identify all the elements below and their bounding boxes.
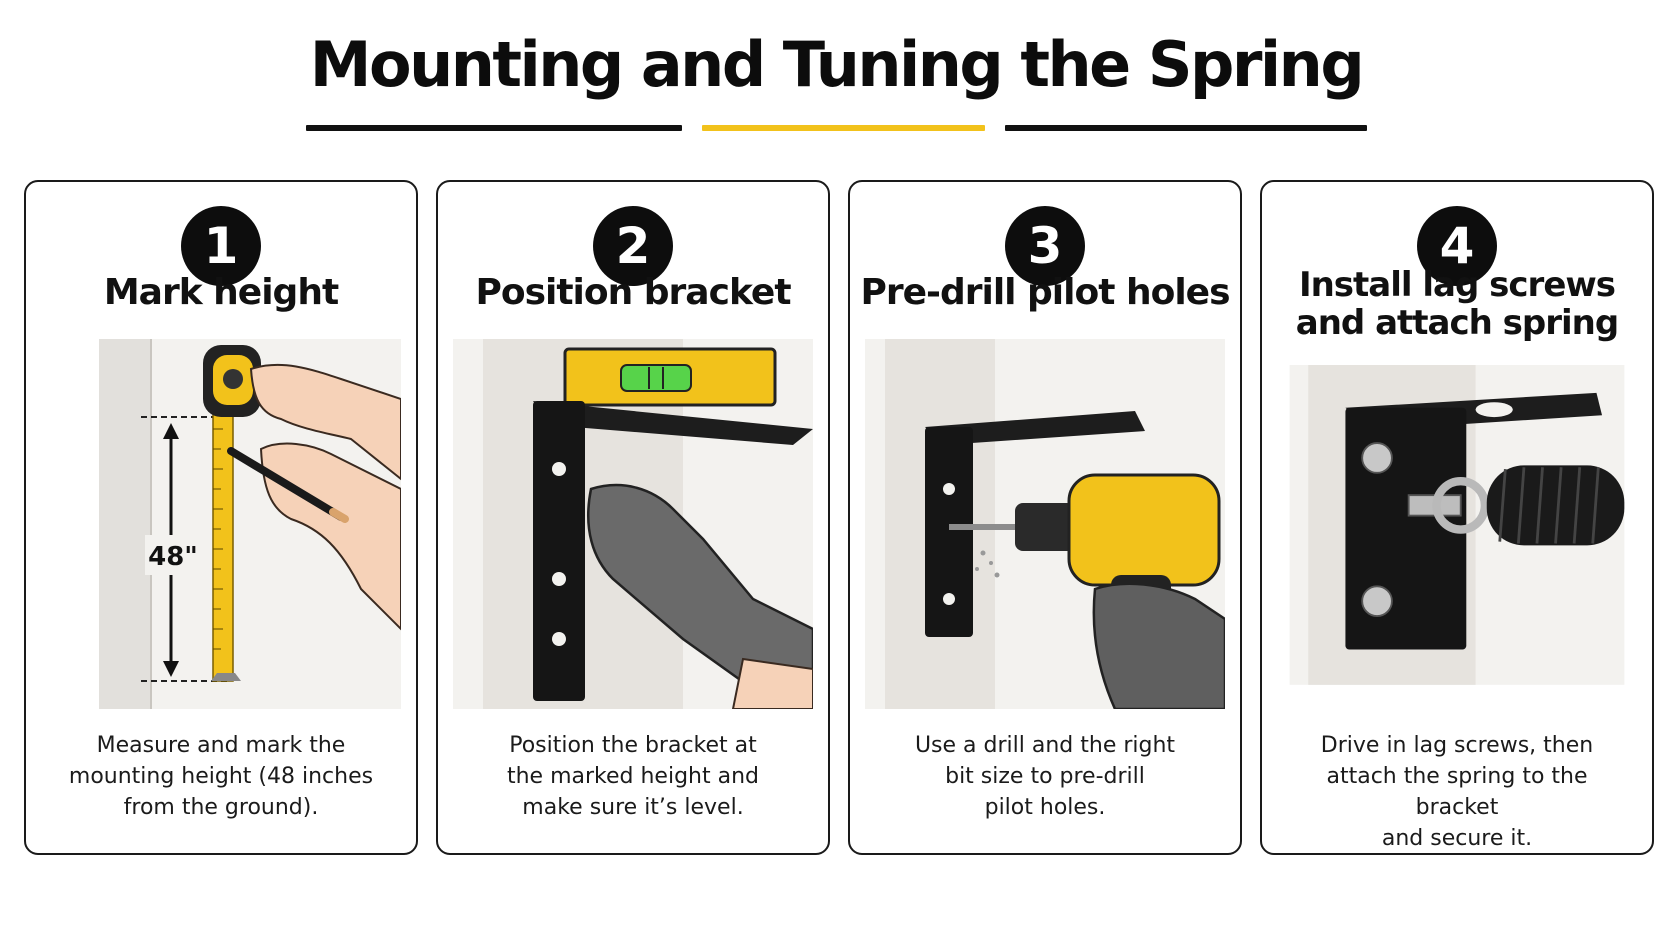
- step-title: Install lag screws and attach spring: [1295, 265, 1619, 343]
- step-description: Use a drill and the right bit size to pr…: [914, 733, 1176, 820]
- pencil-icon: [227, 447, 349, 523]
- measurement-arrow-icon: 48": [141, 416, 231, 682]
- tape-measure-icon: [203, 345, 261, 682]
- spring-icon: [1486, 465, 1625, 546]
- step-number-badge: 2: [593, 206, 673, 286]
- bracket-icon: [925, 411, 1145, 637]
- gloved-hand-icon: [1092, 582, 1225, 709]
- install-screws-illustration: [1289, 365, 1625, 685]
- step-description: Position the bracket at the marked heigh…: [506, 733, 759, 820]
- title-underline-right: [1005, 125, 1367, 131]
- step-card-3: 3 Pre-drill pilot holes Use a drill and …: [848, 180, 1242, 855]
- step-number-badge: 1: [181, 206, 261, 286]
- step-title: Pre-drill pilot holes: [860, 272, 1230, 313]
- step-title: Position bracket: [475, 272, 791, 313]
- step-description: Drive in lag screws, then attach the spr…: [1320, 733, 1594, 851]
- step-number-badge: 3: [1005, 206, 1085, 286]
- title-underline-left: [306, 125, 682, 131]
- step-title: Mark height: [103, 272, 339, 313]
- gloved-hand-icon: [587, 483, 813, 709]
- level-icon: [563, 347, 777, 407]
- step-card-4: 4 Install lag screws and attach spring D…: [1260, 180, 1654, 855]
- title-underline-accent: [702, 125, 985, 131]
- pre-drill-illustration: [865, 339, 1225, 709]
- step-number-badge: 4: [1417, 206, 1497, 286]
- page-title: Mounting and Tuning the Spring: [309, 28, 1365, 101]
- step-card-2: 2 Position bracket Position the bracket …: [436, 180, 830, 855]
- measurement-label: 48": [148, 542, 198, 572]
- position-bracket-illustration: [453, 339, 813, 709]
- bracket-icon: [533, 401, 813, 701]
- step-description: Measure and mark the mounting height (48…: [68, 733, 374, 820]
- step-card-1: 1 Mark height 48": [24, 180, 418, 855]
- lag-screw-icon: [1361, 442, 1490, 617]
- mark-height-illustration: 48": [99, 339, 401, 709]
